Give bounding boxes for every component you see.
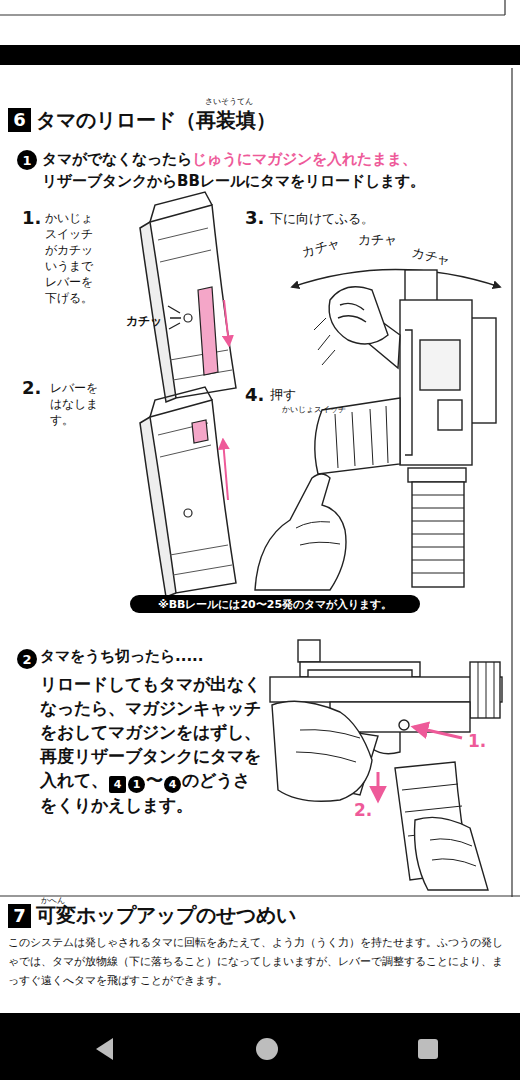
sound-effect: カチャ	[358, 232, 397, 248]
instruction-text: かいじょスイッチがカチッいうまでレバーを下げる。	[45, 210, 95, 306]
node-text: 7	[13, 907, 26, 925]
instruction-text: 下に向けてふる。	[270, 211, 374, 227]
step-ref: 1	[128, 776, 145, 793]
part-name: かいじょスイッチ	[282, 405, 346, 415]
sound-effect: カチャ	[300, 236, 342, 261]
body-text: このシステムは発しゃされるタマに回転をあたえて、よう力（うく力）を持たせます。ふ…	[8, 933, 512, 990]
paragraph: タマがでなくなったらじゅうにマガジンを入れたまま、リザーブタンクからBBレールに…	[42, 148, 512, 192]
node-text: 4	[169, 779, 177, 790]
instruction-text: レバーをはなします。	[50, 380, 100, 428]
step-text-emphasis: じゅうにマガジンを入れたまま、	[192, 150, 417, 168]
step-ref: 4	[164, 776, 181, 793]
step-number: 2	[17, 649, 37, 669]
callout-number: 1.	[22, 206, 41, 229]
step-text: 〜	[146, 770, 163, 790]
section-ref: 4	[109, 776, 126, 793]
callout-number: 1.	[468, 731, 486, 752]
section-number: 7	[8, 904, 31, 928]
step-text: タマがでなくなったら	[42, 150, 192, 168]
note-band: ※BBレールには20〜25発のタマが入ります。	[130, 595, 420, 613]
callout-number: 4.	[245, 383, 264, 406]
node-text: ※BBレールには20〜25発のタマが入ります。	[158, 599, 392, 610]
node-text: 1	[22, 154, 31, 167]
callout-number: 3.	[245, 206, 264, 229]
sound-effect: カチッ	[126, 314, 162, 329]
node-text: 1	[133, 779, 141, 790]
step-text: タマをうち切ったら.....	[40, 647, 204, 666]
node-text: 2	[22, 653, 31, 666]
paragraph: リロードしてもタマが出なくなったら、マガジンキャッチをおしてマガジンをはずし、再…	[40, 672, 265, 817]
instruction-text: 押す	[270, 387, 296, 403]
node-text: 4	[114, 779, 122, 790]
ruby-text: さいそうてん	[205, 97, 253, 107]
section-heading: 可変ホップアップのせつめい	[36, 903, 296, 928]
callout-number: 2.	[22, 376, 41, 399]
sound-effect: カチャ	[410, 244, 452, 269]
step-text: リザーブタンクからBBレールにタマをリロードします。	[42, 170, 512, 192]
section-number: 6	[8, 108, 31, 132]
node-text: 6	[13, 111, 26, 129]
step-number: 1	[17, 150, 37, 170]
callout-number: 2.	[354, 800, 372, 821]
section-heading: タマのリロード（再装填）	[36, 108, 276, 133]
